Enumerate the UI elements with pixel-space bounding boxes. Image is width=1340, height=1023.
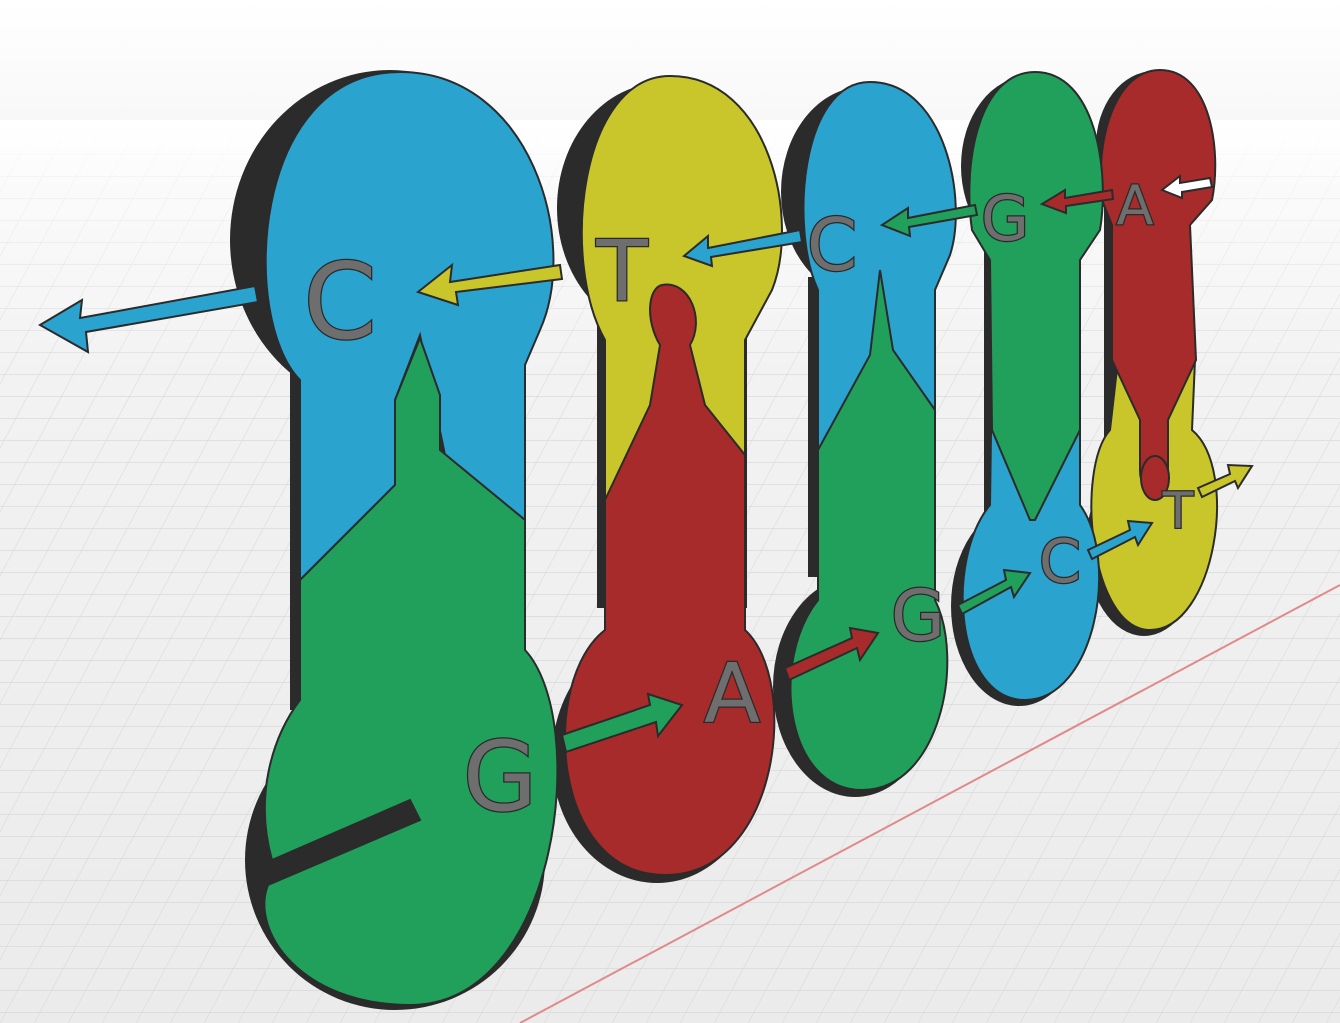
piece-1-bottom-G (263, 335, 559, 1007)
arrow-left-icon (1039, 188, 1115, 215)
top-letter-1: C (303, 241, 376, 363)
bottom-letter-2: A (704, 647, 760, 742)
arrow-right-icon (560, 692, 684, 754)
bottom-letter-4: C (1039, 527, 1081, 597)
arrow-right-icon (956, 568, 1032, 616)
top-strand-letters: C T C G A (302, 173, 1155, 365)
x-axis-line (519, 584, 1340, 1023)
piece-4-top-G (968, 70, 1104, 521)
arrow-right-icon (1086, 519, 1154, 561)
bottom-letter-3: G (891, 575, 945, 657)
top-letter-4: G (981, 182, 1029, 255)
arrow-right-icon (783, 626, 880, 682)
arrow-left-icon (879, 203, 979, 238)
base-pair-1 (230, 70, 559, 1010)
arrow-left-icon (682, 228, 804, 268)
arrow-left-icon (38, 284, 260, 354)
top-letter-3: C (807, 203, 857, 287)
arrow-left-icon (415, 262, 564, 307)
top-letter-5: A (1117, 174, 1154, 237)
bottom-letter-1: G (463, 721, 537, 833)
bottom-strand-letters: G A G C T (462, 481, 1195, 835)
top-letter-2: T (595, 222, 648, 320)
arrow-left-icon (1160, 173, 1214, 200)
arrow-right-icon (1196, 463, 1254, 499)
base-pair-5 (1086, 68, 1218, 636)
bottom-strand-arrows (560, 463, 1254, 754)
bottom-letter-5: T (1162, 482, 1194, 540)
top-strand-arrows (38, 173, 1214, 354)
base-pair-4 (951, 70, 1104, 706)
